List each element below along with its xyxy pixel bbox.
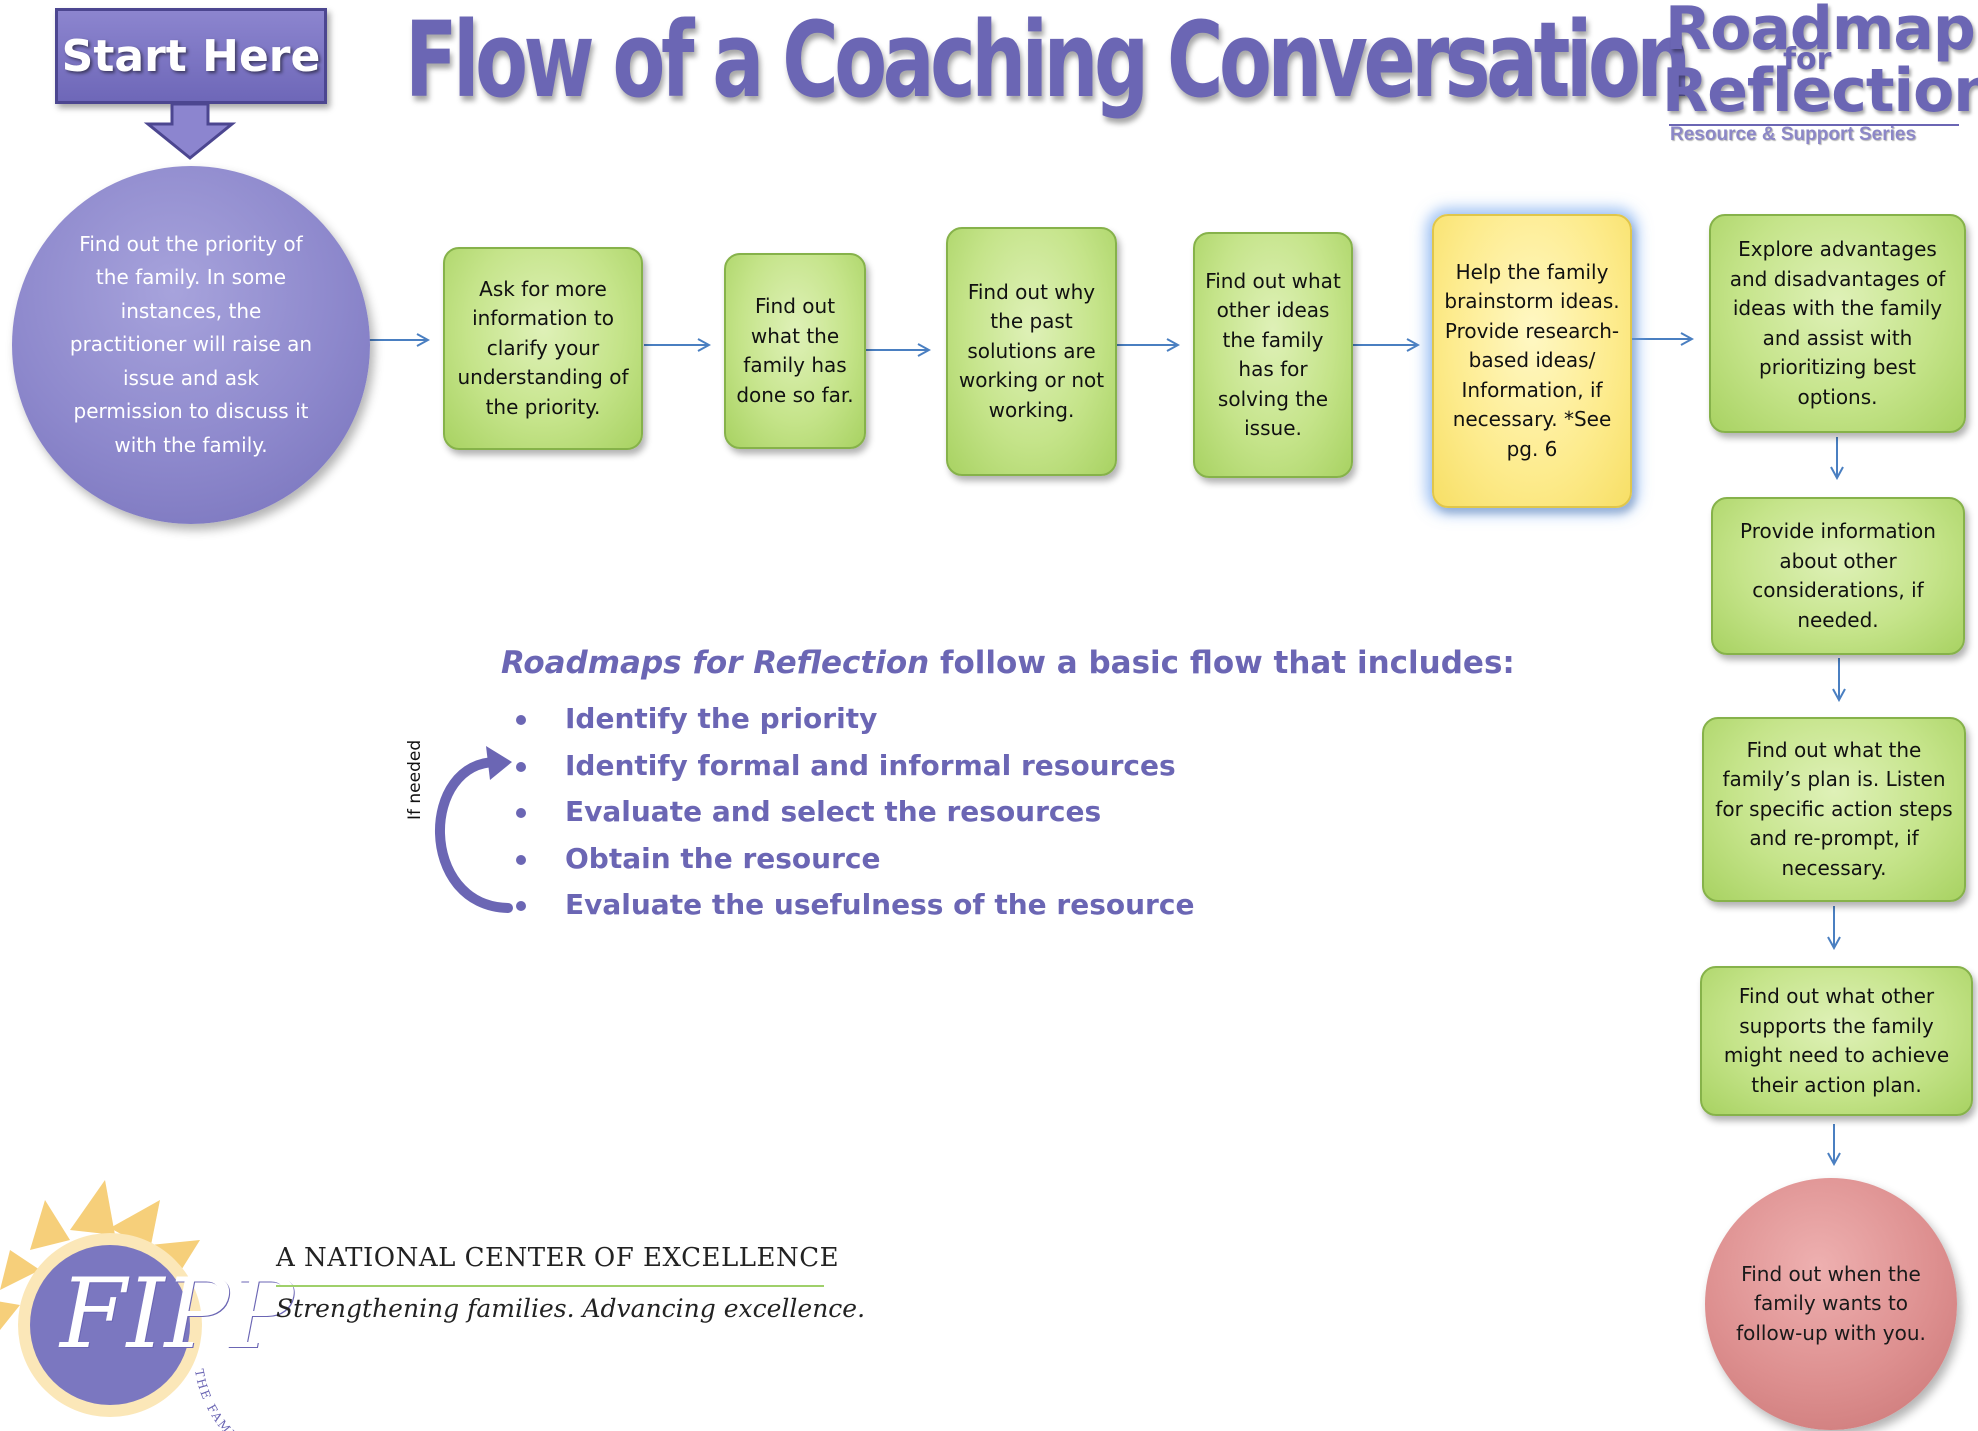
logo-for-text: for — [1783, 42, 1832, 77]
step-why-solutions: Find out why the past solutions are work… — [946, 227, 1117, 476]
step-text: Help the family brainstorm ideas. Provid… — [1444, 259, 1620, 461]
step-ask-more-info: Ask for more information to clarify your… — [443, 247, 643, 450]
footer-divider — [276, 1285, 824, 1287]
list-item: Obtain the resource — [512, 836, 1194, 883]
step-text: Find out what the family has done so far… — [736, 294, 854, 407]
step-other-supports: Find out what other supports the family … — [1700, 966, 1973, 1116]
step-what-done: Find out what the family has done so far… — [724, 253, 866, 449]
step-text: Find out what other ideas the family has… — [1205, 268, 1341, 441]
list-item: Identify the priority — [512, 696, 1194, 743]
if-needed-label: If needed — [405, 739, 425, 820]
fipp-logo: THE FAMILY, INFANT AND PRESCHOOL PROGRAM… — [0, 1140, 294, 1431]
list-item-text: Evaluate the usefulness of the resource — [565, 888, 1195, 921]
list-item-text: Identify formal and informal resources — [565, 748, 1176, 782]
end-step-text: Find out when the family wants to follow… — [1736, 1261, 1926, 1345]
roadmap-logo: Roadmap for Reflection Resource & Suppor… — [1662, 0, 1978, 150]
bullet-icon — [516, 761, 526, 772]
bullet-icon — [516, 808, 526, 818]
bullet-icon — [516, 715, 526, 725]
loop-arrow-icon — [435, 746, 513, 913]
bullet-icon — [516, 854, 526, 865]
center-of-excellence-text: A NATIONAL CENTER OF EXCELLENCE — [276, 1243, 840, 1273]
intro-rest: follow a basic flow that includes: — [929, 645, 1515, 681]
basic-flow-intro: Roadmaps for Reflection follow a basic f… — [501, 645, 1515, 681]
start-step-text: Find out the priority of the family. In … — [69, 231, 313, 457]
tagline-text: Strengthening families. Advancing excell… — [276, 1294, 866, 1323]
step-text: Ask for more information to clarify your… — [457, 276, 629, 419]
step-text: Find out what other supports the family … — [1723, 984, 1950, 1097]
list-item: Evaluate and select the resources — [512, 789, 1194, 836]
list-item-text: Evaluate and select the resources — [565, 795, 1102, 828]
list-item: Identify formal and informal resources — [512, 743, 1194, 790]
intro-italic: Roadmaps for Reflection — [501, 645, 930, 681]
step-other-ideas: Find out what other ideas the family has… — [1193, 232, 1353, 478]
list-item: Evaluate the usefulness of the resource — [512, 882, 1194, 929]
basic-flow-list: Identify the priority Identify formal an… — [512, 696, 1194, 929]
start-here-label: Start Here — [55, 8, 327, 104]
logo-divider — [1669, 124, 1959, 126]
step-text: Find out what the family’s plan is. List… — [1715, 737, 1953, 880]
logo-roadmap-text: Roadmap — [1665, 0, 1976, 64]
fipp-letters: FIPP — [60, 1258, 294, 1370]
bullet-icon — [516, 901, 526, 911]
step-family-plan: Find out what the family’s plan is. List… — [1702, 717, 1966, 902]
start-step-circle: Find out the priority of the family. In … — [12, 166, 370, 524]
step-text: Find out why the past solutions are work… — [958, 279, 1105, 422]
step-provide-info: Provide information about other consider… — [1711, 497, 1965, 655]
step-explore-options: Explore advantages and disadvantages of … — [1709, 214, 1966, 433]
list-item-text: Identify the priority — [565, 702, 878, 735]
logo-reflection-text: Reflection — [1662, 56, 1978, 126]
end-step-circle: Find out when the family wants to follow… — [1705, 1178, 1957, 1430]
step-text: Provide information about other consider… — [1740, 519, 1936, 632]
step-text: Explore advantages and disadvantages of … — [1729, 237, 1946, 409]
down-arrow-icon — [143, 104, 237, 160]
step-brainstorm: Help the family brainstorm ideas. Provid… — [1432, 214, 1632, 508]
logo-series-text: Resource & Support Series — [1670, 124, 1917, 145]
fipp-seal-icon: THE FAMILY, INFANT AND PRESCHOOL PROGRAM — [0, 1180, 250, 1431]
list-item-text: Obtain the resource — [565, 841, 881, 875]
